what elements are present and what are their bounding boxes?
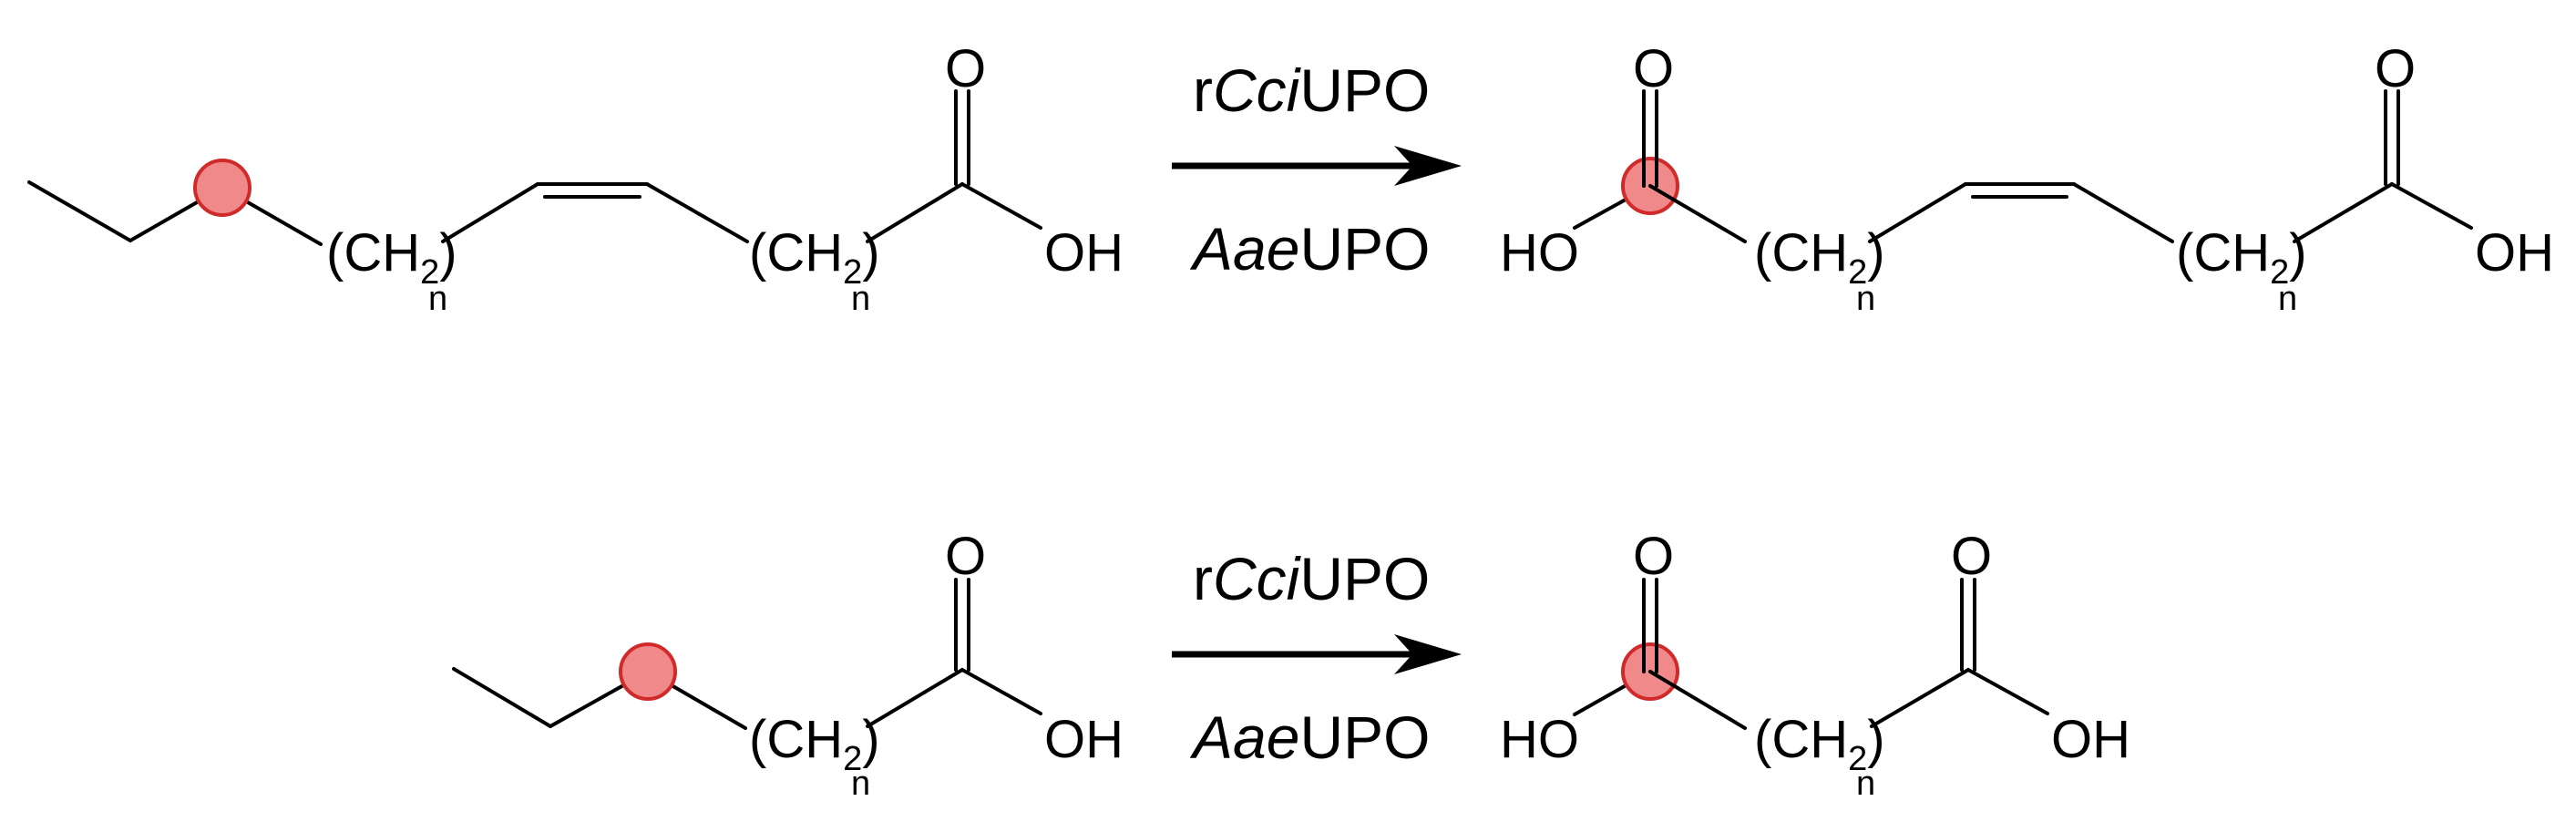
oxygen-label: O [2375,39,2416,98]
substrate-2: (CH2) n O OH [452,527,1124,803]
oxidation-site-marker [619,642,677,701]
arrow-head [1394,634,1462,674]
substrate-1: (CH2) n (CH2) n O OH [27,39,1124,318]
enzyme-label-rcciupo: rCciUPO [1193,56,1430,124]
bond [960,668,1042,715]
oxygen-label: O [945,39,986,98]
bond [866,182,964,243]
arrow-head [1394,146,1462,186]
bond [2293,182,2394,243]
bond [866,668,964,728]
bond [452,667,552,728]
enzyme-label-rcciupo: rCciUPO [1193,545,1430,612]
hydroxyl-label: HO [1500,223,1579,282]
bond [960,182,1042,230]
subscript-n: n [851,765,870,803]
bond [441,182,539,243]
ch2-group: (CH2) [1754,710,1885,778]
hydroxyl-label: OH [2475,223,2554,282]
bond [1648,184,1747,243]
subscript-n: n [2278,280,2297,318]
ch2-group: (CH2) [2176,223,2307,292]
bond [1870,668,1970,728]
oxygen-label: O [1951,527,1992,586]
subscript-n: n [1856,765,1875,803]
bond [1868,182,1967,243]
bond [1966,668,2049,715]
oxidation-site-marker [193,159,251,217]
reaction-1: (CH2) n (CH2) n O OH rCciUPO AaeUPO HO [27,39,2554,318]
ch2-group: (CH2) [749,223,880,292]
oxygen-label: O [945,527,986,586]
bond [2072,182,2174,243]
bond [27,180,132,242]
reaction-arrow-1: rCciUPO AaeUPO [1172,56,1462,282]
ch2-group: (CH2) [326,223,457,292]
bond [1648,670,1747,730]
oxygen-label: O [1633,527,1674,586]
product-2: HO O (CH2) n O OH [1500,527,2130,803]
enzyme-label-aaeupo: AaeUPO [1189,704,1430,771]
subscript-n: n [428,280,447,318]
hydroxyl-label: HO [1500,710,1579,769]
bond [2390,182,2473,230]
hydroxyl-label: OH [1044,223,1124,282]
oxygen-label: O [1633,39,1674,98]
reaction-2: (CH2) n O OH rCciUPO AaeUPO HO O (CH2) [452,527,2130,803]
hydroxyl-label: OH [2051,710,2130,769]
subscript-n: n [1856,280,1875,318]
bond [645,182,749,243]
reaction-arrow-2: rCciUPO AaeUPO [1172,545,1462,771]
subscript-n: n [851,280,870,318]
enzyme-label-aaeupo: AaeUPO [1189,215,1430,282]
ch2-group: (CH2) [1754,223,1885,292]
hydroxyl-label: OH [1044,710,1124,769]
product-1: HO O (CH2) n (CH2) n O OH [1500,39,2554,318]
